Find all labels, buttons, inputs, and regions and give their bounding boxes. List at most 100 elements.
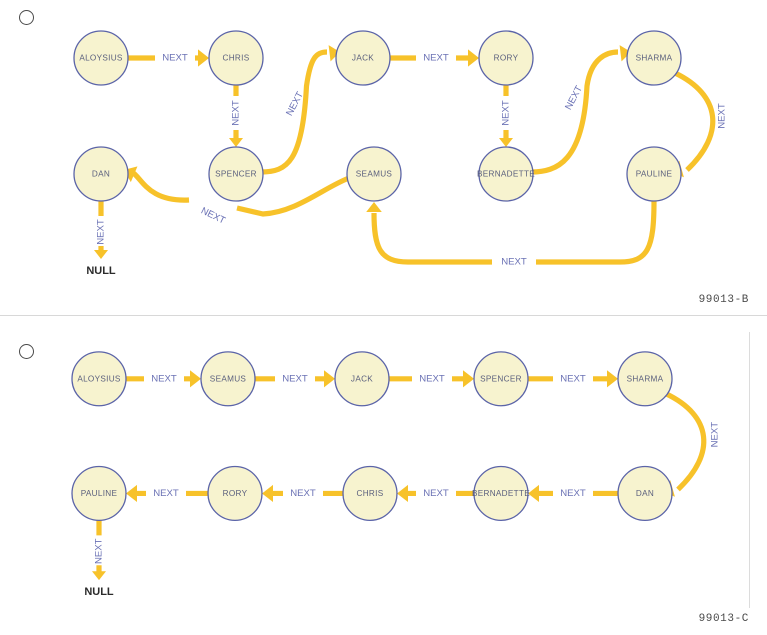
graph-node[interactable]: ALOYSIUS (71, 351, 127, 407)
graph-node[interactable]: JACK (335, 30, 391, 86)
graph-node[interactable]: SPENCER (473, 351, 529, 407)
node-circle[interactable] (208, 146, 264, 202)
edge-label: NEXT (709, 422, 720, 448)
node-label: DAN (636, 489, 654, 498)
edge-arrowhead (468, 49, 479, 67)
edge-arrowhead (126, 484, 137, 502)
node-layer: ALOYSIUS SEAMUS JACK SPENCER SHARMA PAULINE RO… (71, 351, 673, 598)
edge-arrowhead (498, 138, 514, 147)
edge-line (130, 169, 350, 217)
node-circle[interactable] (334, 351, 390, 407)
node-label: ALOYSIUS (79, 54, 123, 63)
graph-node[interactable]: CHRIS (208, 30, 264, 86)
panel-code-b: 99013-B (698, 294, 749, 306)
node-circle[interactable] (71, 465, 127, 522)
edge-arrowhead (366, 202, 382, 212)
null-terminator-label: NULL (84, 586, 114, 598)
node-label: RORY (223, 489, 248, 498)
edge-arrowhead (607, 370, 618, 388)
node-label: SEAMUS (356, 170, 393, 179)
edge-label: NEXT (162, 53, 188, 64)
graph-node[interactable]: RORY (478, 30, 534, 86)
node-circle[interactable] (73, 146, 129, 202)
edge-line (371, 200, 657, 265)
edge-arrowhead (619, 45, 631, 62)
node-label: SHARMA (627, 374, 664, 383)
node-label: PAULINE (81, 489, 118, 498)
edge-label: NEXT (96, 219, 107, 245)
graph-node[interactable]: DAN (73, 146, 129, 202)
edge-arrowhead (93, 250, 109, 259)
node-circle[interactable] (73, 30, 129, 86)
node-label: CHRIS (357, 489, 384, 498)
graph-node[interactable]: SEAMUS (200, 351, 256, 407)
node-circle[interactable] (617, 351, 673, 407)
edge-label: NEXT (153, 488, 179, 499)
edge-label: NEXT (419, 373, 445, 384)
edge-arrowhead (91, 571, 107, 581)
edge-label: NEXT (423, 488, 449, 499)
node-label: DAN (92, 170, 110, 179)
node-circle[interactable] (478, 30, 534, 86)
node-label: CHRIS (223, 54, 250, 63)
graph-node[interactable]: ALOYSIUS (73, 30, 129, 86)
panel-radio-c[interactable] (19, 344, 34, 359)
edge-label: NEXT (717, 103, 728, 129)
node-circle[interactable] (207, 465, 263, 522)
edge-label: NEXT (282, 373, 308, 384)
graph-node[interactable]: SEAMUS (346, 146, 402, 202)
edge-label: NEXT (290, 488, 316, 499)
edge-line (673, 70, 716, 172)
graph-node[interactable]: SPENCER (208, 146, 264, 202)
node-circle[interactable] (473, 465, 529, 522)
edge-line (664, 391, 707, 492)
null-terminator-label: NULL (86, 265, 116, 277)
edge-label: NEXT (501, 257, 527, 268)
node-circle[interactable] (71, 351, 127, 407)
panel-code-c: 99013-C (698, 613, 749, 625)
node-label: SPENCER (480, 374, 522, 383)
edge-line (530, 49, 619, 175)
node-label: SPENCER (215, 170, 257, 179)
node-label: JACK (351, 374, 373, 383)
edge-line (260, 49, 328, 175)
node-label: BERNADETTE (472, 489, 530, 498)
node-circle[interactable] (473, 351, 529, 407)
node-circle[interactable] (626, 146, 682, 202)
edge-arrowhead (324, 370, 335, 388)
node-circle[interactable] (617, 465, 673, 522)
node-circle[interactable] (478, 146, 534, 202)
graph-node[interactable]: CHRIS (342, 465, 398, 522)
graph-node[interactable]: BERNADETTE (472, 465, 530, 522)
edge-label: NEXT (423, 53, 449, 64)
edge-label: NEXT (560, 373, 586, 384)
graph-node[interactable]: SHARMA (626, 30, 682, 86)
graph-node[interactable]: BERNADETTE (477, 146, 535, 202)
node-circle[interactable] (346, 146, 402, 202)
edge-label: NEXT (151, 373, 177, 384)
edge-arrowhead (397, 484, 408, 502)
edge-arrowhead (198, 49, 209, 67)
graph-node[interactable]: DAN (617, 465, 673, 522)
graph-node[interactable]: RORY (207, 465, 263, 522)
graph-node[interactable]: SHARMA (617, 351, 673, 407)
node-circle[interactable] (200, 351, 256, 407)
node-circle[interactable] (342, 465, 398, 522)
node-label: JACK (352, 54, 374, 63)
node-circle[interactable] (208, 30, 264, 86)
panel-radio-b[interactable] (19, 10, 34, 25)
edge-arrowhead (328, 45, 340, 62)
graph-node[interactable]: JACK (334, 351, 390, 407)
graph-node[interactable]: PAULINE (71, 465, 127, 522)
edge-label: NEXT (231, 100, 242, 126)
edge-label: NEXT (199, 205, 227, 226)
node-circle[interactable] (626, 30, 682, 86)
node-label: BERNADETTE (477, 170, 535, 179)
edge-label: NEXT (501, 100, 512, 126)
graph-node[interactable]: PAULINE (626, 146, 682, 202)
node-circle[interactable] (335, 30, 391, 86)
